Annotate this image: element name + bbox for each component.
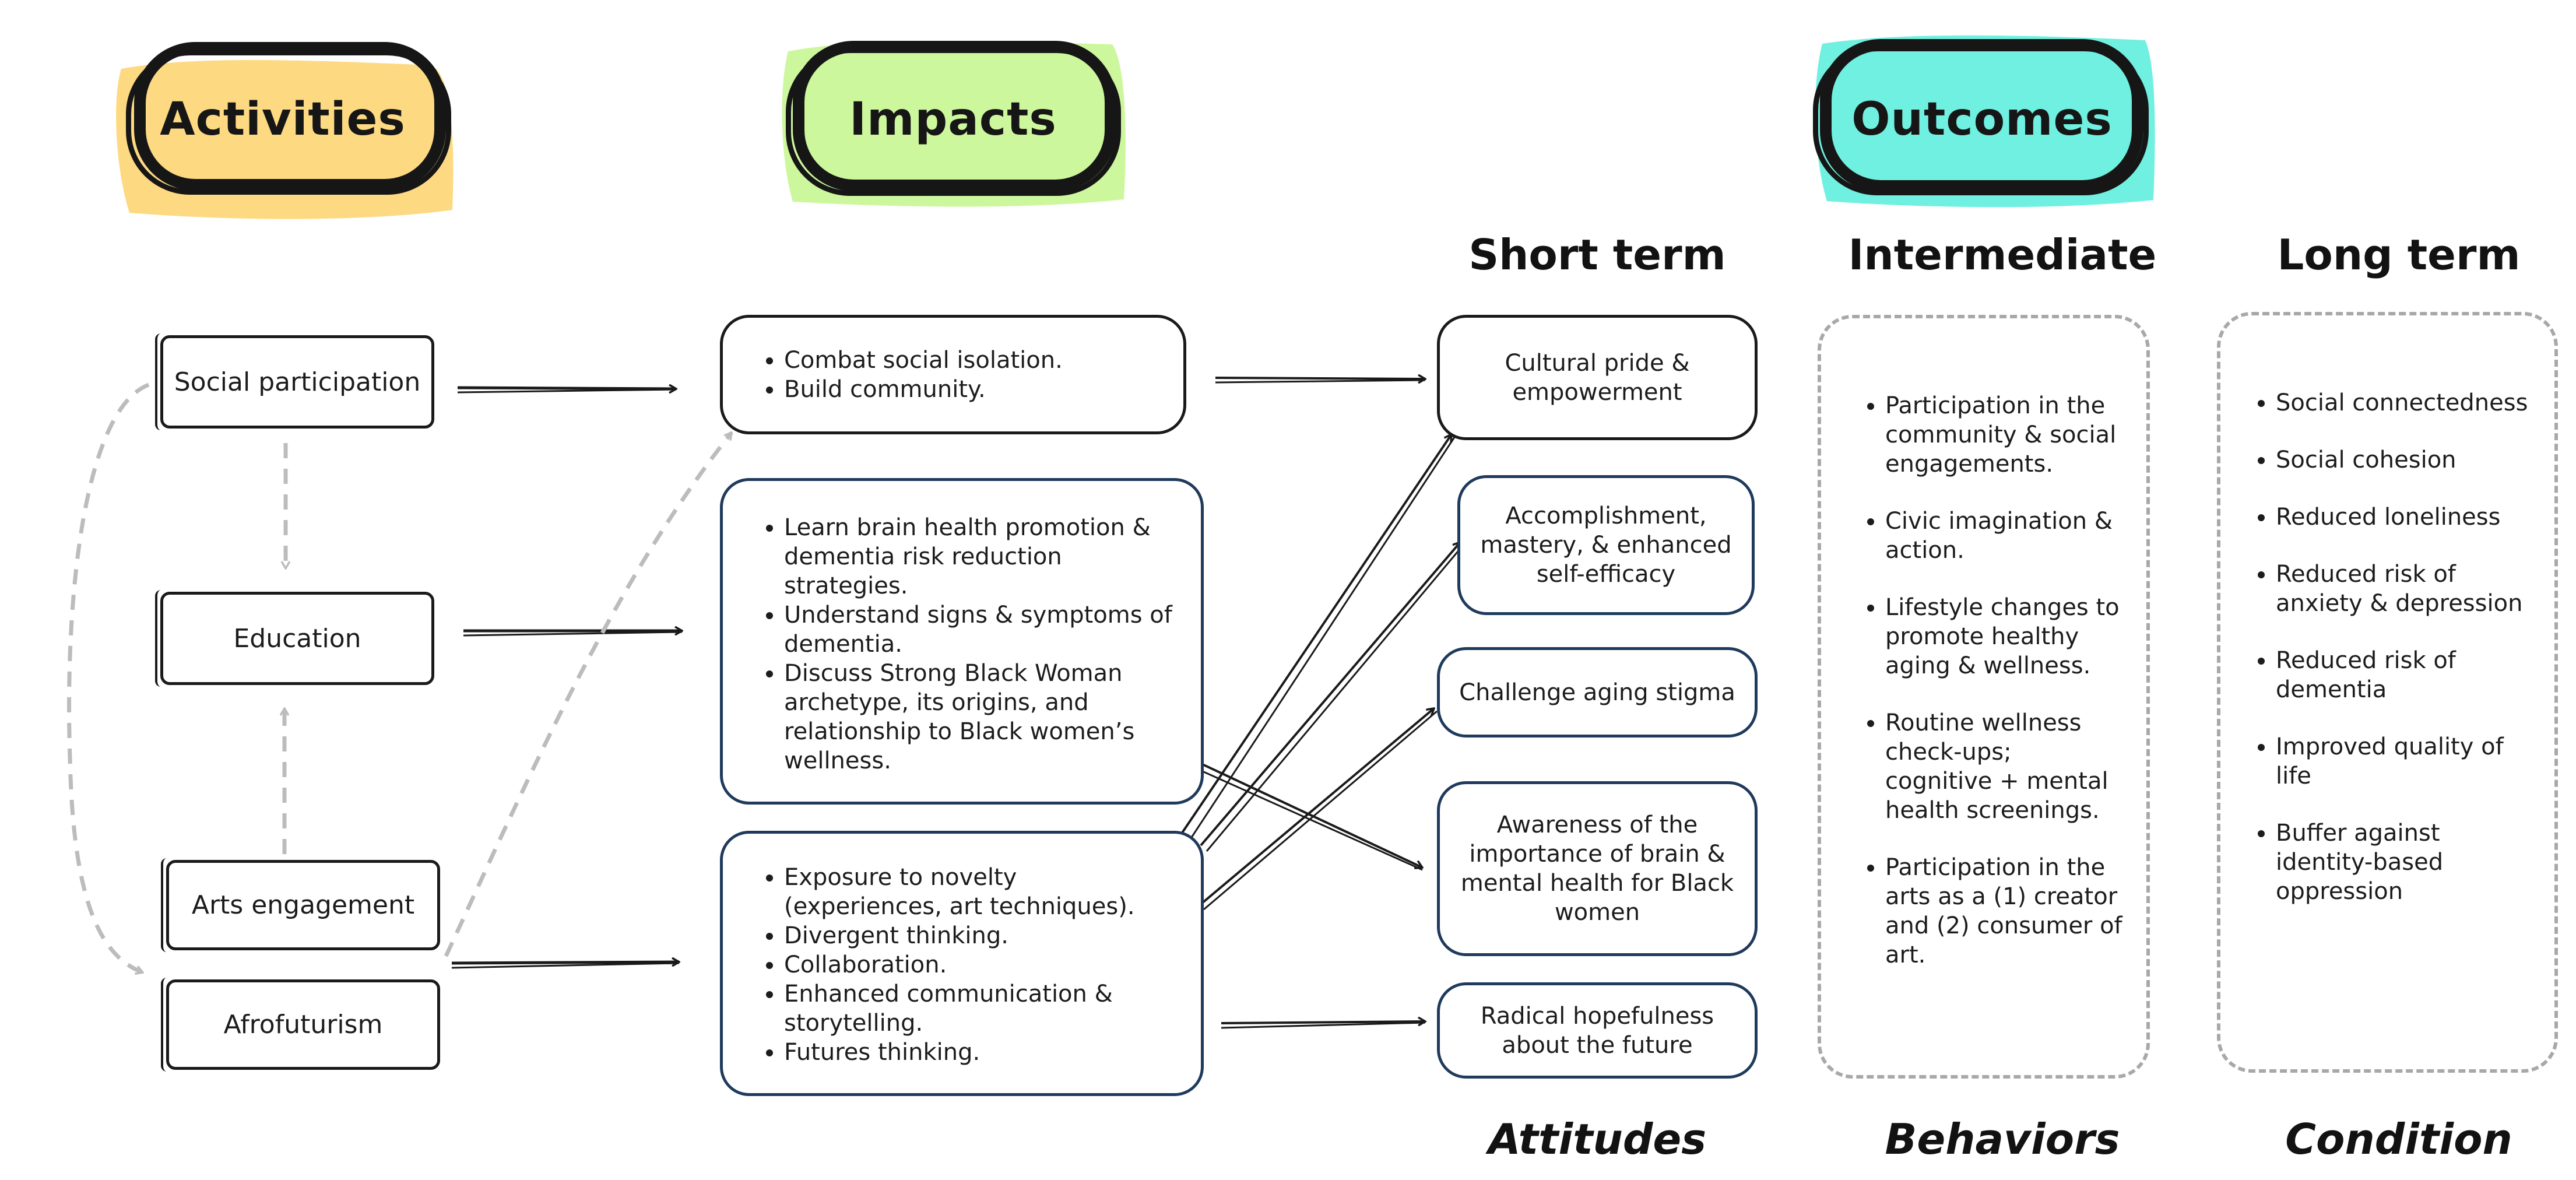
activity-social-participation: Social participation (155, 333, 434, 430)
short-term-aging-stigma: Challenge aging stigma (1437, 647, 1758, 738)
arrow-arts-to-aging-stigma (1197, 708, 1434, 908)
activity-afrofuturism: Afrofuturism (161, 978, 440, 1072)
list-item: Social cohesion (2276, 445, 2543, 475)
intermediate-list: Participation in the community & social … (1821, 391, 2146, 970)
list-item: Collaboration. (784, 950, 1178, 979)
list-item: Combat social isolation. (784, 346, 1183, 375)
list-item: Enhanced communication & storytelling. (784, 979, 1178, 1038)
intermediate-box: Participation in the community & social … (1818, 315, 2150, 1079)
list-item: Civic imagination & action. (1885, 507, 2123, 565)
list-item: Understand signs & symptoms of dementia. (784, 600, 1178, 659)
impact-arts-box: Exposure to novelty (experiences, art te… (720, 831, 1204, 1096)
list-item: Participation in the community & social … (1885, 391, 2123, 479)
list-item: Reduced loneliness (2276, 503, 2543, 532)
outcome-label: Accomplishment, mastery, & enhanced self… (1480, 503, 1732, 588)
outcomes-highlight (1815, 35, 2155, 208)
list-item: Reduced risk of dementia (2276, 646, 2543, 704)
impacts-header: Impacts (775, 17, 1131, 210)
long-term-box: Social connectedness Social cohesion Red… (2217, 312, 2558, 1073)
arrow-arts-to-accomplishment (1200, 542, 1460, 847)
arrow-social-to-impacts (457, 388, 676, 389)
condition-label: Condition (2285, 1115, 2512, 1164)
list-item: Social connectedness (2276, 388, 2543, 417)
short-term-hopefulness: Radical hopefulness about the future (1437, 982, 1758, 1079)
behaviors-label: Behaviors (1885, 1115, 2120, 1164)
short-term-awareness: Awareness of the importance of brain & m… (1437, 781, 1758, 956)
list-item: Discuss Strong Black Woman archetype, it… (784, 659, 1178, 775)
impacts-title: Impacts (849, 93, 1057, 146)
arrow-education-to-awareness (1194, 760, 1422, 868)
activity-label: Social participation (174, 367, 421, 397)
list-item: Divergent thinking. (784, 921, 1178, 950)
activity-label: Afrofuturism (223, 1010, 383, 1039)
list-item: Build community. (784, 375, 1183, 404)
impact-education-list: Learn brain health promotion & dementia … (723, 513, 1178, 775)
list-item: Lifestyle changes to promote healthy agi… (1885, 593, 2123, 680)
activities-header: Activities (105, 35, 461, 227)
short-term-title: Short term (1468, 230, 1726, 279)
long-term-title: Long term (2277, 230, 2521, 279)
list-item: Improved quality of life (2276, 732, 2543, 791)
dashed-arts-to-social-impacts (444, 433, 733, 957)
long-term-list: Social connectedness Social cohesion Red… (2220, 388, 2554, 906)
short-term-cultural-pride: Cultural pride & empowerment (1437, 315, 1758, 440)
intermediate-title: Intermediate (1848, 230, 2157, 279)
list-item: Participation in the arts as a (1) creat… (1885, 853, 2123, 970)
impact-arts-list: Exposure to novelty (experiences, art te… (723, 863, 1178, 1067)
outcome-label: Challenge aging stigma (1459, 679, 1735, 706)
arrow-afrofuturism-to-impacts (451, 962, 679, 963)
outcome-label: Cultural pride & empowerment (1505, 349, 1690, 406)
impacts-highlight (782, 41, 1126, 207)
activity-label: Education (233, 623, 361, 654)
activity-arts-engagement: Arts engagement (161, 858, 440, 952)
arrow-arts-to-pride (1176, 434, 1452, 841)
dashed-social-to-afrofuturism (67, 382, 150, 972)
outcomes-title: Outcomes (1851, 93, 2113, 146)
arrow-social-impacts-to-pride (1215, 378, 1425, 379)
outcome-label: Awareness of the importance of brain & m… (1460, 812, 1734, 926)
outcome-label: Radical hopefulness about the future (1480, 1002, 1714, 1059)
activities-title: Activities (160, 93, 406, 146)
impact-education-box: Learn brain health promotion & dementia … (720, 478, 1204, 805)
list-item: Reduced risk of anxiety & depression (2276, 560, 2543, 618)
attitudes-label: Attitudes (1488, 1115, 1707, 1164)
list-item: Routine wellness check-ups; cognitive + … (1885, 708, 2123, 825)
short-term-accomplishment: Accomplishment, mastery, & enhanced self… (1457, 475, 1755, 615)
impact-social-list: Combat social isolation. Build community… (723, 346, 1183, 404)
activity-label: Arts engagement (191, 890, 415, 920)
impact-social-box: Combat social isolation. Build community… (720, 315, 1186, 434)
outcomes-header: Outcomes (1807, 15, 2157, 210)
list-item: Learn brain health promotion & dementia … (784, 513, 1178, 600)
activity-education: Education (155, 590, 434, 687)
list-item: Futures thinking. (784, 1038, 1178, 1067)
arrow-arts-to-hopefulness (1221, 1021, 1425, 1023)
list-item: Buffer against identity-based oppression (2276, 819, 2543, 906)
list-item: Exposure to novelty (experiences, art te… (784, 863, 1178, 921)
